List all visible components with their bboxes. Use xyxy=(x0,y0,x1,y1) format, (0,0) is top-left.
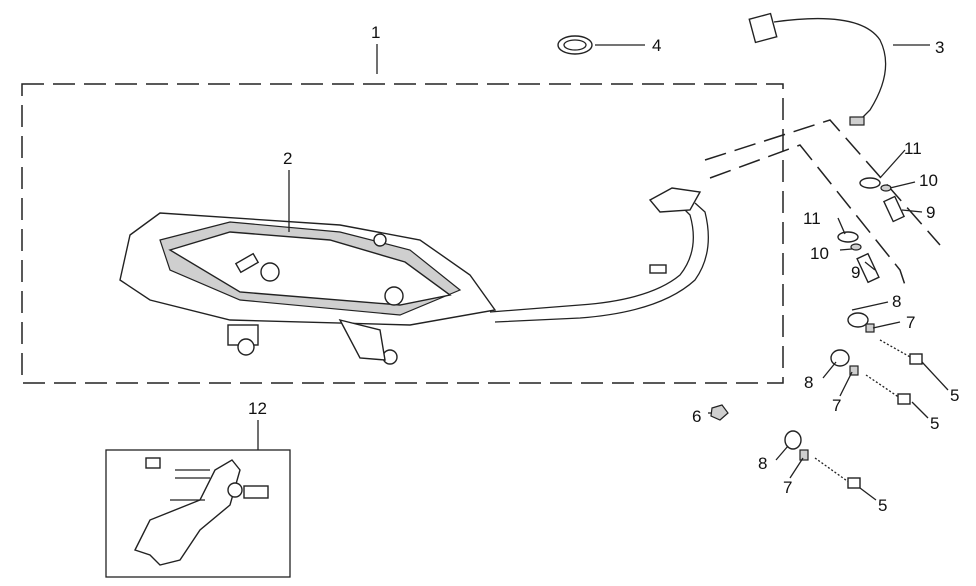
callout-7: 7 xyxy=(783,478,792,497)
bracket-detail-box xyxy=(105,449,291,578)
callout-4: 4 xyxy=(652,36,661,55)
callout-6: 6 xyxy=(692,407,701,426)
callout-8: 8 xyxy=(892,292,901,311)
muffler-assembly-boundary xyxy=(21,83,784,384)
callout-11: 11 xyxy=(803,209,821,228)
muffler-body xyxy=(119,212,497,365)
callout-7: 7 xyxy=(906,313,915,332)
gasket-inner xyxy=(563,39,587,51)
callout-2: 2 xyxy=(283,149,292,168)
callout-5: 5 xyxy=(878,496,887,515)
mount-hardware-upper xyxy=(837,177,906,284)
callout-5: 5 xyxy=(930,414,939,433)
callout-12: 12 xyxy=(248,399,267,418)
callout-11: 11 xyxy=(904,139,922,158)
muffler-bracket xyxy=(134,457,269,566)
callout-3: 3 xyxy=(935,38,944,57)
callout-1: 1 xyxy=(371,23,380,42)
callout-10: 10 xyxy=(810,244,829,263)
nut-6 xyxy=(710,404,729,421)
leader-lines-bolts xyxy=(708,301,949,501)
callout-10: 10 xyxy=(919,171,938,190)
bolt-sets xyxy=(710,312,923,489)
callout-8: 8 xyxy=(804,373,813,392)
pipe-continuation-lower xyxy=(709,144,906,286)
callout-5: 5 xyxy=(950,386,959,405)
exhaust-pipe xyxy=(489,187,709,323)
leader-lines-hardware xyxy=(837,149,923,271)
callout-9: 9 xyxy=(851,263,860,282)
oxygen-sensor xyxy=(748,12,887,126)
callout-7: 7 xyxy=(832,396,841,415)
gasket xyxy=(557,35,593,55)
callout-9: 9 xyxy=(926,203,935,222)
pipe-continuation-upper xyxy=(704,119,941,246)
callout-8: 8 xyxy=(758,454,767,473)
callout-labels: 1 2 3 4 5 5 5 6 7 7 7 8 8 8 9 9 10 10 11… xyxy=(248,23,959,515)
